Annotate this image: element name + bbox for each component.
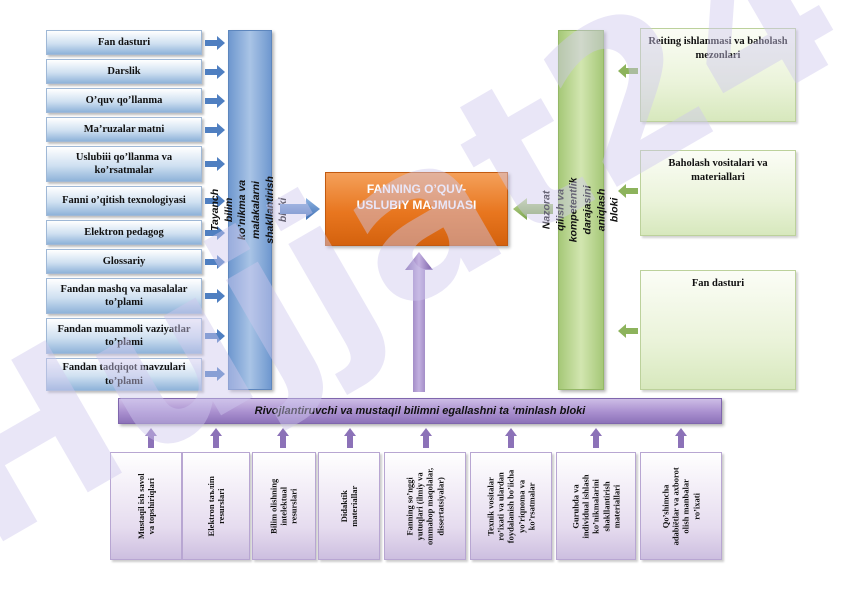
- right-item-fan-dasturi[interactable]: Fan dasturi: [640, 270, 796, 390]
- left-item-glossariy[interactable]: Glossariy: [46, 249, 202, 274]
- bottom-item-label: Elektron taълim resurslari: [205, 475, 226, 537]
- left-item-muammoli-vaziyatlar[interactable]: Fandan muammoli vaziyatlar to’plami: [46, 318, 202, 354]
- right-item-reyting[interactable]: Reiting ishlanmasi va baholash mezonlari: [640, 28, 796, 122]
- arrow-right-icon: [205, 36, 225, 50]
- arrow-up-icon: [210, 428, 222, 448]
- left-item-mashq-masalalar[interactable]: Fandan mashq va masalalar to’plami: [46, 278, 202, 314]
- right-item-baholash[interactable]: Baholash vositalari va materiallari: [640, 150, 796, 236]
- bottom-item-mustaqil-ish[interactable]: Mustaqil ish savol va topshiriqlari: [110, 452, 182, 560]
- left-item-oquv-qollanma[interactable]: O’quv qo’llanma: [46, 88, 202, 113]
- bottom-item-guruhda-ishlash[interactable]: Guruhda va individual ishlash ko’nikmala…: [556, 452, 636, 560]
- arrow-left-icon: [618, 184, 638, 198]
- bottom-item-label: Fanning so’nggi yutuqlari (ilmiy va omma…: [404, 467, 446, 545]
- right-item-label: Reiting ishlanmasi va baholash mezonlari: [648, 36, 788, 61]
- arrow-right-icon: [205, 194, 225, 208]
- right-item-label: Baholash vositalari va materiallari: [668, 158, 768, 183]
- left-item-elektron-pedagog[interactable]: Elektron pedagog: [46, 220, 202, 245]
- center-title: FANNING O’QUV-USLUBIY MAJMUASI: [356, 182, 477, 213]
- arrow-up-icon: [344, 428, 356, 448]
- arrow-right-icon: [205, 123, 225, 137]
- bottom-item-label: Guruhda va individual ishlash ko’nikmala…: [570, 473, 622, 539]
- arrow-up-icon: [145, 428, 157, 448]
- left-item-fan-dasturi[interactable]: Fan dasturi: [46, 30, 202, 55]
- arrow-right-icon: [205, 226, 225, 240]
- bottom-item-label: Didaktik materiallar: [338, 485, 359, 527]
- arrow-up-icon: [277, 428, 289, 448]
- arrow-up-icon: [590, 428, 602, 448]
- left-item-darslik[interactable]: Darslik: [46, 59, 202, 84]
- bottom-item-label: Mustaqil ish savol va topshiriqlari: [135, 473, 156, 539]
- arrow-right-icon: [205, 65, 225, 79]
- arrow-up-icon: [505, 428, 517, 448]
- arrow-right-icon: [205, 94, 225, 108]
- left-item-uslubiy-qollanma[interactable]: Uslubiii qo’llanma va ko’rsatmalar: [46, 146, 202, 182]
- arrow-up-icon: [420, 428, 432, 448]
- right-block-bar: Nazorat qilish va kompetentlik darajasin…: [540, 30, 620, 390]
- arrow-right-icon: [205, 289, 225, 303]
- left-block-bar: Tayanch bilim ko’nikma va malakalarni sh…: [209, 30, 289, 390]
- bottom-item-intelektual-resurslar[interactable]: Bilim olishning intelektual resurslari: [252, 452, 316, 560]
- center-block: FANNING O’QUV-USLUBIY MAJMUASI: [325, 172, 508, 246]
- arrow-right-icon: [205, 329, 225, 343]
- bottom-item-didaktik[interactable]: Didaktik materiallar: [318, 452, 380, 560]
- bottom-item-qoshimcha-adabiyotlar[interactable]: Qo’shimcha adabiёtlar va axborot olish m…: [640, 452, 722, 560]
- arrow-left-icon: [618, 324, 638, 338]
- arrow-up-icon: [405, 252, 433, 392]
- arrow-right-icon: [280, 198, 320, 220]
- arrow-up-icon: [675, 428, 687, 448]
- left-item-oqitish-texnologiyasi[interactable]: Fanni o’qitish texnologiyasi: [46, 186, 202, 216]
- bottom-block-bar: Rivojlantiruvchi va mustaqil bilimni ega…: [118, 398, 722, 424]
- arrow-right-icon: [205, 367, 225, 381]
- bottom-item-texnik-vositalar[interactable]: Texnik vositalar ro’ixati va ulardan foy…: [470, 452, 552, 560]
- left-block-label: Tayanch bilim ko’nikma va malakalarni sh…: [209, 176, 289, 244]
- bottom-item-label: Qo’shimcha adabiёtlar va axborot olish m…: [660, 466, 702, 546]
- bottom-item-elektron-talim[interactable]: Elektron taълim resurslari: [182, 452, 250, 560]
- right-item-label: Fan dasturi: [691, 278, 745, 289]
- arrow-left-icon: [513, 198, 553, 220]
- arrow-left-icon: [618, 64, 638, 78]
- arrow-right-icon: [205, 255, 225, 269]
- bottom-item-label: Texnik vositalar ro’ixati va ulardan foy…: [485, 469, 537, 543]
- left-item-tadqiqot-mavzulari[interactable]: Fandan tadqiqot mavzulari to’plami: [46, 358, 202, 391]
- bottom-item-label: Bilim olishning intelektual resurslari: [268, 478, 300, 534]
- bottom-block-label: Rivojlantiruvchi va mustaqil bilimni ega…: [254, 405, 586, 417]
- bottom-item-songgi-yutuqlar[interactable]: Fanning so’nggi yutuqlari (ilmiy va omma…: [384, 452, 466, 560]
- left-item-maruzalar-matni[interactable]: Ma’ruzalar matni: [46, 117, 202, 142]
- arrow-right-icon: [205, 157, 225, 171]
- right-block-label: Nazorat qilish va kompetentlik darajasin…: [540, 177, 621, 243]
